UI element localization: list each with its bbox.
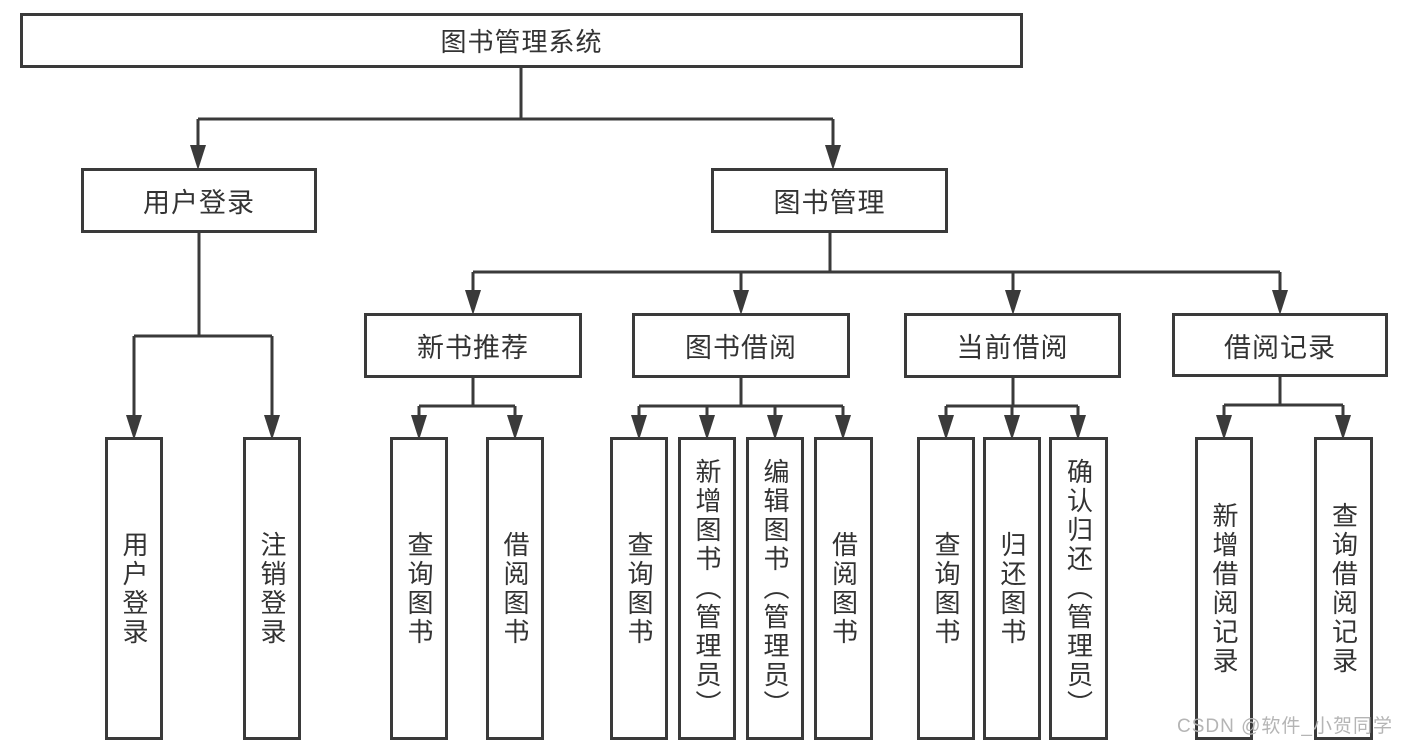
- node-new-book-recommend: 新书推荐: [364, 313, 582, 378]
- edge-root-to-level1: [196, 68, 835, 158]
- arrowheads: [126, 145, 1351, 440]
- leaf-user-login: 用户登录: [105, 437, 163, 740]
- edge-borrowrecord-to-leaves: [1222, 377, 1345, 427]
- leaf-borrow-book-2: 借阅图书: [814, 437, 873, 740]
- leaf-borrow-book-1: 借阅图书: [486, 437, 544, 740]
- edge-newbookrec-to-leaves: [417, 378, 517, 427]
- leaf-return-book: 归还图书: [983, 437, 1041, 740]
- leaf-edit-book-admin: 编辑图书（管理员）: [746, 437, 804, 740]
- watermark: CSDN @软件_小贺同学: [1177, 716, 1393, 737]
- leaf-add-borrow-record: 新增借阅记录: [1195, 437, 1253, 740]
- node-user-login: 用户登录: [81, 168, 317, 233]
- leaf-confirm-return-admin: 确认归还（管理员）: [1049, 437, 1108, 740]
- leaf-query-borrow-record: 查询借阅记录: [1314, 437, 1373, 740]
- edge-userlogin-to-leaves: [132, 232, 274, 427]
- node-book-management: 图书管理: [711, 168, 948, 233]
- node-borrowing-records: 借阅记录: [1172, 313, 1388, 377]
- leaf-query-book-2: 查询图书: [610, 437, 668, 740]
- node-library-management-system: 图书管理系统: [20, 13, 1023, 68]
- leaf-add-book-admin: 新增图书（管理员）: [678, 437, 736, 740]
- edge-bookborrow-to-leaves: [637, 378, 845, 427]
- node-current-borrowing: 当前借阅: [904, 313, 1121, 378]
- leaf-logout: 注销登录: [243, 437, 301, 740]
- node-book-borrowing: 图书借阅: [632, 313, 850, 378]
- edge-bookmgmt-to-level2: [471, 232, 1282, 303]
- leaf-query-book-1: 查询图书: [390, 437, 448, 740]
- leaf-query-book-3: 查询图书: [917, 437, 975, 740]
